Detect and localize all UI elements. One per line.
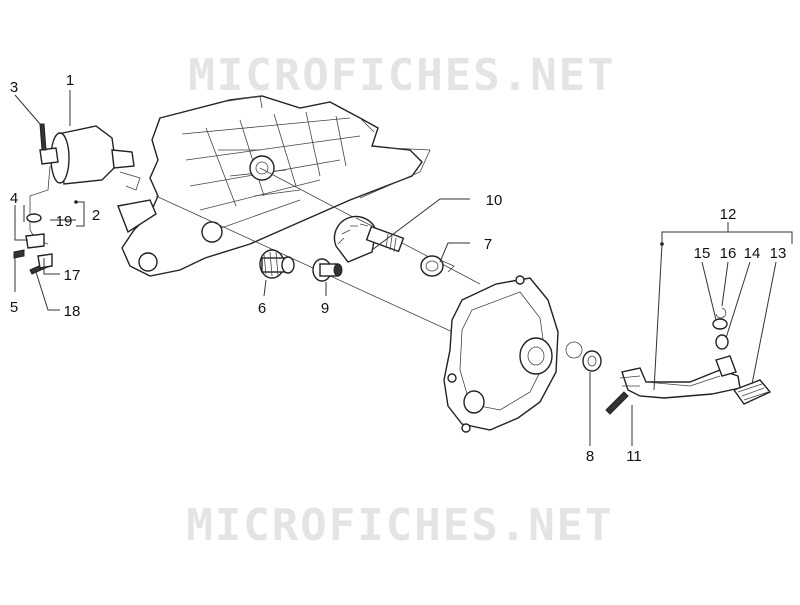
callout-13: 13 (770, 245, 787, 262)
washer-15 (712, 318, 728, 330)
callout-2: 2 (92, 207, 100, 224)
starter-cable (29, 165, 51, 245)
spring-7 (420, 255, 455, 277)
callout-16: 16 (720, 245, 737, 262)
washer-8 (582, 350, 602, 372)
kickstart-shaft-10 (333, 215, 405, 263)
clip-17 (37, 253, 53, 269)
callout-6: 6 (258, 300, 266, 317)
gear-6 (259, 249, 295, 279)
callout-14: 14 (744, 245, 761, 262)
clip-16 (715, 307, 727, 319)
bullet-12 (660, 242, 664, 246)
bullet-2 (74, 200, 78, 204)
callout-1: 1 (66, 72, 74, 89)
bolt-11 (605, 391, 629, 415)
callout-15: 15 (694, 245, 711, 262)
callout-17: 17 (64, 267, 81, 284)
pinion-9 (312, 258, 343, 282)
crankcase-cover (443, 275, 583, 433)
callout-10: 10 (486, 192, 503, 209)
ring-14 (715, 334, 729, 350)
callout-19: 19 (56, 213, 73, 230)
terminal-4 (25, 233, 45, 249)
callout-4: 4 (10, 190, 18, 207)
bolt-3 (39, 123, 47, 151)
crankcase (117, 95, 423, 277)
callout-5: 5 (10, 299, 18, 316)
watermark-top: MICROFICHES.NET (188, 50, 615, 101)
washer-19 (26, 213, 42, 223)
callout-7: 7 (484, 236, 492, 253)
watermark-bottom: MICROFICHES.NET (186, 500, 613, 551)
callout-18: 18 (64, 303, 81, 320)
case-gasket (359, 147, 431, 199)
starter-motor (39, 125, 141, 191)
leader-lines (14, 90, 793, 446)
callout-8: 8 (586, 448, 594, 465)
callout-11: 11 (626, 448, 642, 465)
callout-3: 3 (10, 79, 18, 96)
screw-5 (13, 249, 25, 259)
callout-9: 9 (321, 300, 329, 317)
kick-lever-12 (619, 355, 741, 399)
callout-12: 12 (720, 206, 737, 223)
pedal-rubber-13 (732, 379, 772, 405)
